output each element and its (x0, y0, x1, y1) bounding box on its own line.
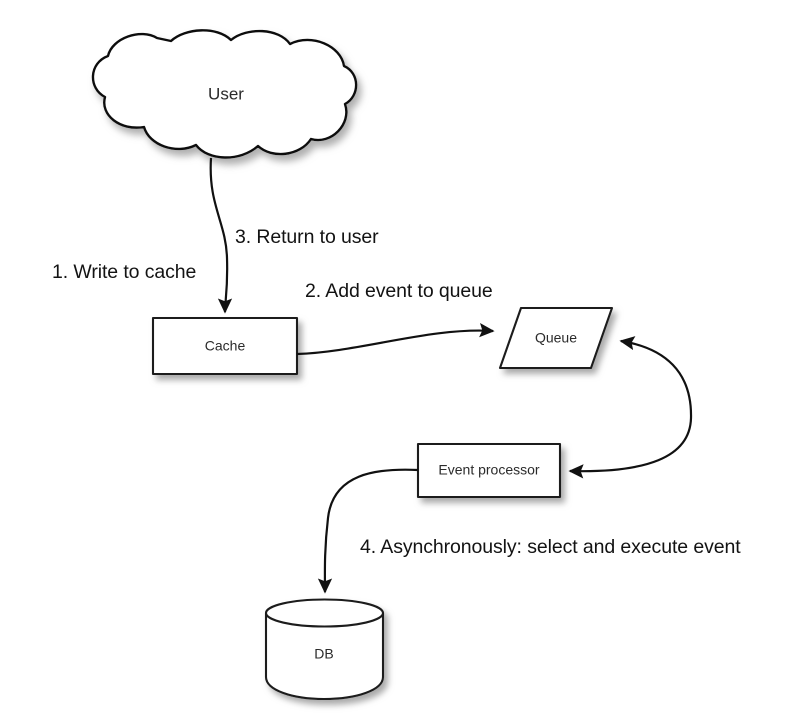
step-label-2: 2. Add event to queue (305, 280, 493, 302)
node-queue-label: Queue (535, 330, 577, 346)
node-db[interactable]: DB (264, 598, 385, 701)
node-cache[interactable]: Cache (151, 316, 299, 376)
step-label-1: 1. Write to cache (52, 261, 197, 283)
node-user[interactable]: User (91, 29, 358, 159)
node-event-processor[interactable]: Event processor (416, 442, 562, 499)
node-db-label: DB (314, 646, 333, 662)
node-event-processor-label: Event processor (438, 462, 539, 478)
edge-event-processor-to-db (317, 468, 419, 594)
node-cache-label: Cache (205, 338, 246, 354)
node-queue[interactable]: Queue (498, 306, 614, 370)
step-label-3: 3. Return to user (235, 226, 379, 248)
step-label-4: 4. Asynchronously: select and execute ev… (360, 536, 741, 558)
edge-user-to-cache (209, 157, 233, 314)
edge-cache-to-queue (296, 323, 495, 356)
edge-queue-event-processor (568, 336, 693, 479)
node-user-label: User (208, 84, 244, 103)
